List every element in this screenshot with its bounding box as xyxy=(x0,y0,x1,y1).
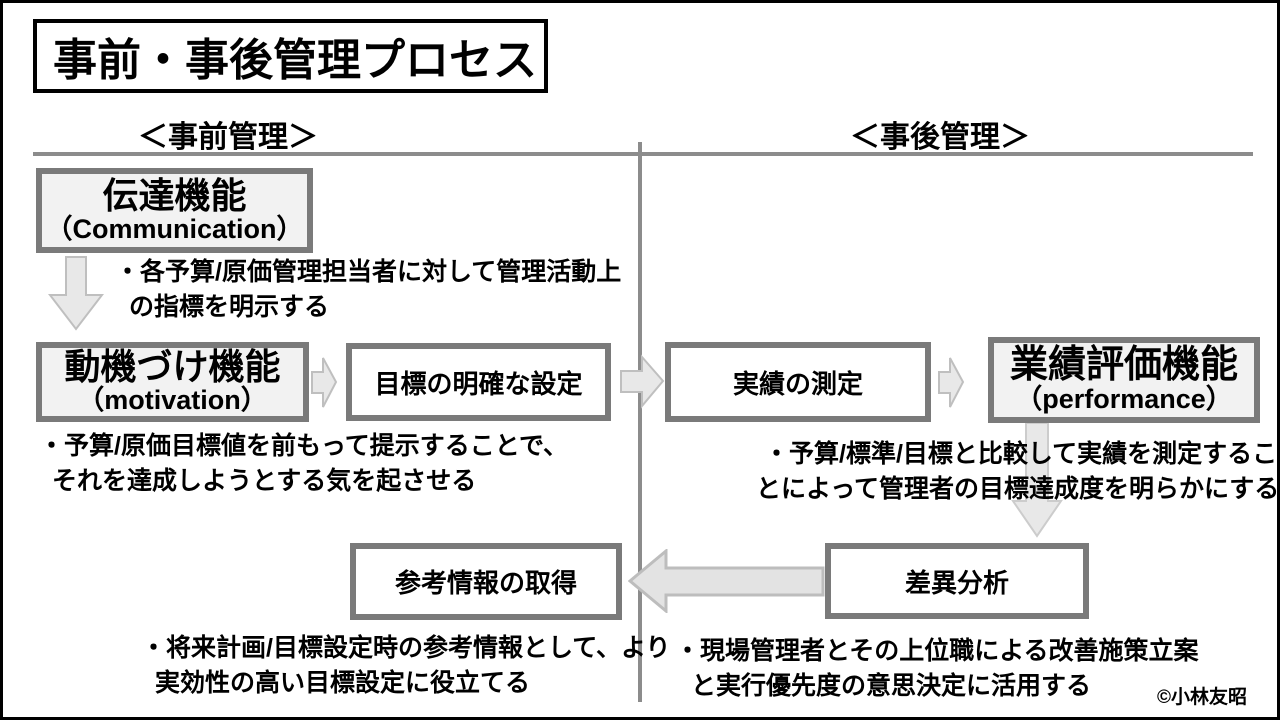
copyright-text: ©小林友昭 xyxy=(1157,687,1247,708)
note-performance: ・予算/標準/目標と比較して実績を測定するこ とによって管理者の目標達成度を明ら… xyxy=(756,437,1280,507)
page-title-box: 事前・事後管理プロセス xyxy=(33,19,548,93)
box-reference-info-label: 参考情報の取得 xyxy=(394,568,577,598)
note-motivation-line1: ・予算/原価目標値を前もって提示することで、 xyxy=(39,432,568,460)
box-communication-subtitle: （Communication） xyxy=(45,213,304,244)
note-motivation: ・予算/原価目標値を前もって提示することで、 それを達成しようとする気を起させる xyxy=(39,429,568,499)
box-motivation: 動機づけ機能 （motivation） xyxy=(36,342,309,422)
note-variance-analysis-line1: ・現場管理者とその上位職による改善施策立案 xyxy=(675,637,1199,665)
box-performance: 業績評価機能 （performance） xyxy=(988,337,1260,423)
box-performance-subtitle: （performance） xyxy=(1015,384,1233,415)
down-arrow-icon xyxy=(48,256,104,331)
right-arrow-icon xyxy=(620,354,665,409)
note-communication: ・各予算/原価管理担当者に対して管理活動上 の指標を明示する xyxy=(115,255,621,325)
page-title: 事前・事後管理プロセス xyxy=(53,36,537,85)
note-performance-line2: とによって管理者の目標達成度を明らかにする xyxy=(756,475,1280,503)
left-column-header: ＜事前管理＞ xyxy=(138,121,318,154)
note-variance-analysis-line2: と実行優先度の意思決定に活用する xyxy=(691,672,1092,700)
box-reference-info: 参考情報の取得 xyxy=(350,543,622,620)
right-column-header: ＜事後管理＞ xyxy=(850,121,1030,154)
box-communication-title: 伝達機能 xyxy=(102,174,247,216)
note-reference-info: ・将来計画/目標設定時の参考情報として、より 実効性の高い目標設定に役立てる xyxy=(141,631,670,701)
right-arrow-icon xyxy=(938,357,965,408)
down-arrow-icon xyxy=(1011,423,1063,538)
note-reference-info-line1: ・将来計画/目標設定時の参考情報として、より xyxy=(141,634,671,662)
box-measurement-label: 実績の測定 xyxy=(732,368,863,399)
note-communication-line1: ・各予算/原価管理担当者に対して管理活動上 xyxy=(115,258,622,286)
horizontal-divider xyxy=(33,152,1253,156)
box-performance-title: 業績評価機能 xyxy=(1009,344,1238,387)
box-goal-setting-label: 目標の明確な設定 xyxy=(374,368,583,399)
box-goal-setting: 目標の明確な設定 xyxy=(346,343,611,421)
box-measurement: 実績の測定 xyxy=(665,342,931,422)
box-communication: 伝達機能 （Communication） xyxy=(36,168,313,253)
left-arrow-icon xyxy=(628,549,825,613)
vertical-divider xyxy=(638,142,642,702)
box-motivation-title: 動機づけ機能 xyxy=(64,346,281,388)
note-motivation-line2: それを達成しようとする気を起させる xyxy=(52,467,477,495)
note-reference-info-line2: 実効性の高い目標設定に役立てる xyxy=(155,669,531,697)
box-motivation-subtitle: （motivation） xyxy=(77,385,268,416)
right-arrow-icon xyxy=(311,357,338,408)
box-variance-analysis: 差異分析 xyxy=(825,543,1089,619)
note-performance-line1: ・予算/標準/目標と比較して実績を測定するこ xyxy=(764,440,1278,468)
note-communication-line2: の指標を明示する xyxy=(129,293,330,321)
box-variance-analysis-label: 差異分析 xyxy=(904,567,1009,598)
note-variance-analysis: ・現場管理者とその上位職による改善施策立案 と実行優先度の意思決定に活用する xyxy=(675,634,1199,704)
